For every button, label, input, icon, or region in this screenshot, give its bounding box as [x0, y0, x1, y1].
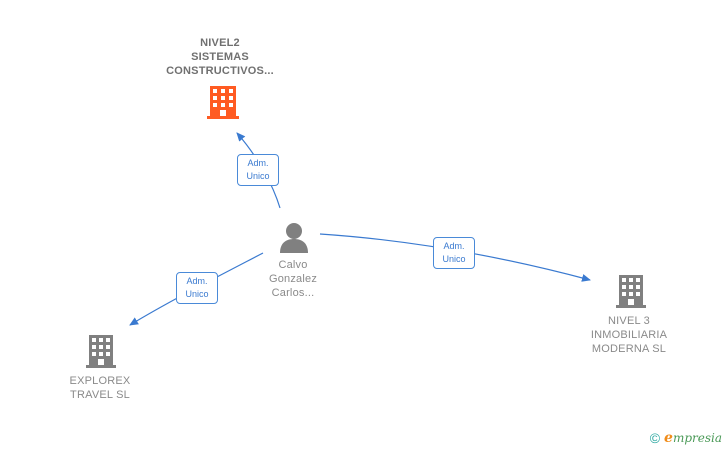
- node-label-calvo[interactable]: Calvo Gonzalez Carlos...: [268, 259, 318, 299]
- person-icon[interactable]: [280, 223, 308, 253]
- building-icon[interactable]: [86, 335, 116, 368]
- copyright-icon: ©: [649, 430, 661, 446]
- edge-label-role-detail: Unico: [442, 254, 466, 264]
- edge-label-nivel3: Adm. Unico: [433, 237, 475, 269]
- brand-logo-text: mpresia: [672, 431, 722, 445]
- edge-label-role: Adm.: [186, 276, 208, 286]
- edge-label-role-detail: Unico: [185, 289, 209, 299]
- edge-label-role-detail: Unico: [246, 171, 270, 181]
- edge-label-role: Adm.: [443, 241, 465, 251]
- brand-logo-initial: e: [664, 430, 673, 446]
- edge-label-nivel2: Adm. Unico: [237, 154, 279, 186]
- edge-label-explorex: Adm. Unico: [176, 272, 218, 304]
- node-label-nivel2[interactable]: NIVEL2 SISTEMAS CONSTRUCTIVOS...: [166, 37, 274, 77]
- node-label-explorex[interactable]: EXPLOREX TRAVEL SL: [69, 375, 131, 401]
- building-icon[interactable]: [207, 86, 239, 119]
- edge-label-role: Adm.: [247, 158, 269, 168]
- brand-logo[interactable]: empresia: [664, 430, 722, 446]
- building-icon[interactable]: [616, 275, 646, 308]
- node-label-nivel3[interactable]: NIVEL 3 INMOBILIARIA MODERNA SL: [590, 315, 668, 355]
- brand-footer: © empresia: [650, 430, 722, 446]
